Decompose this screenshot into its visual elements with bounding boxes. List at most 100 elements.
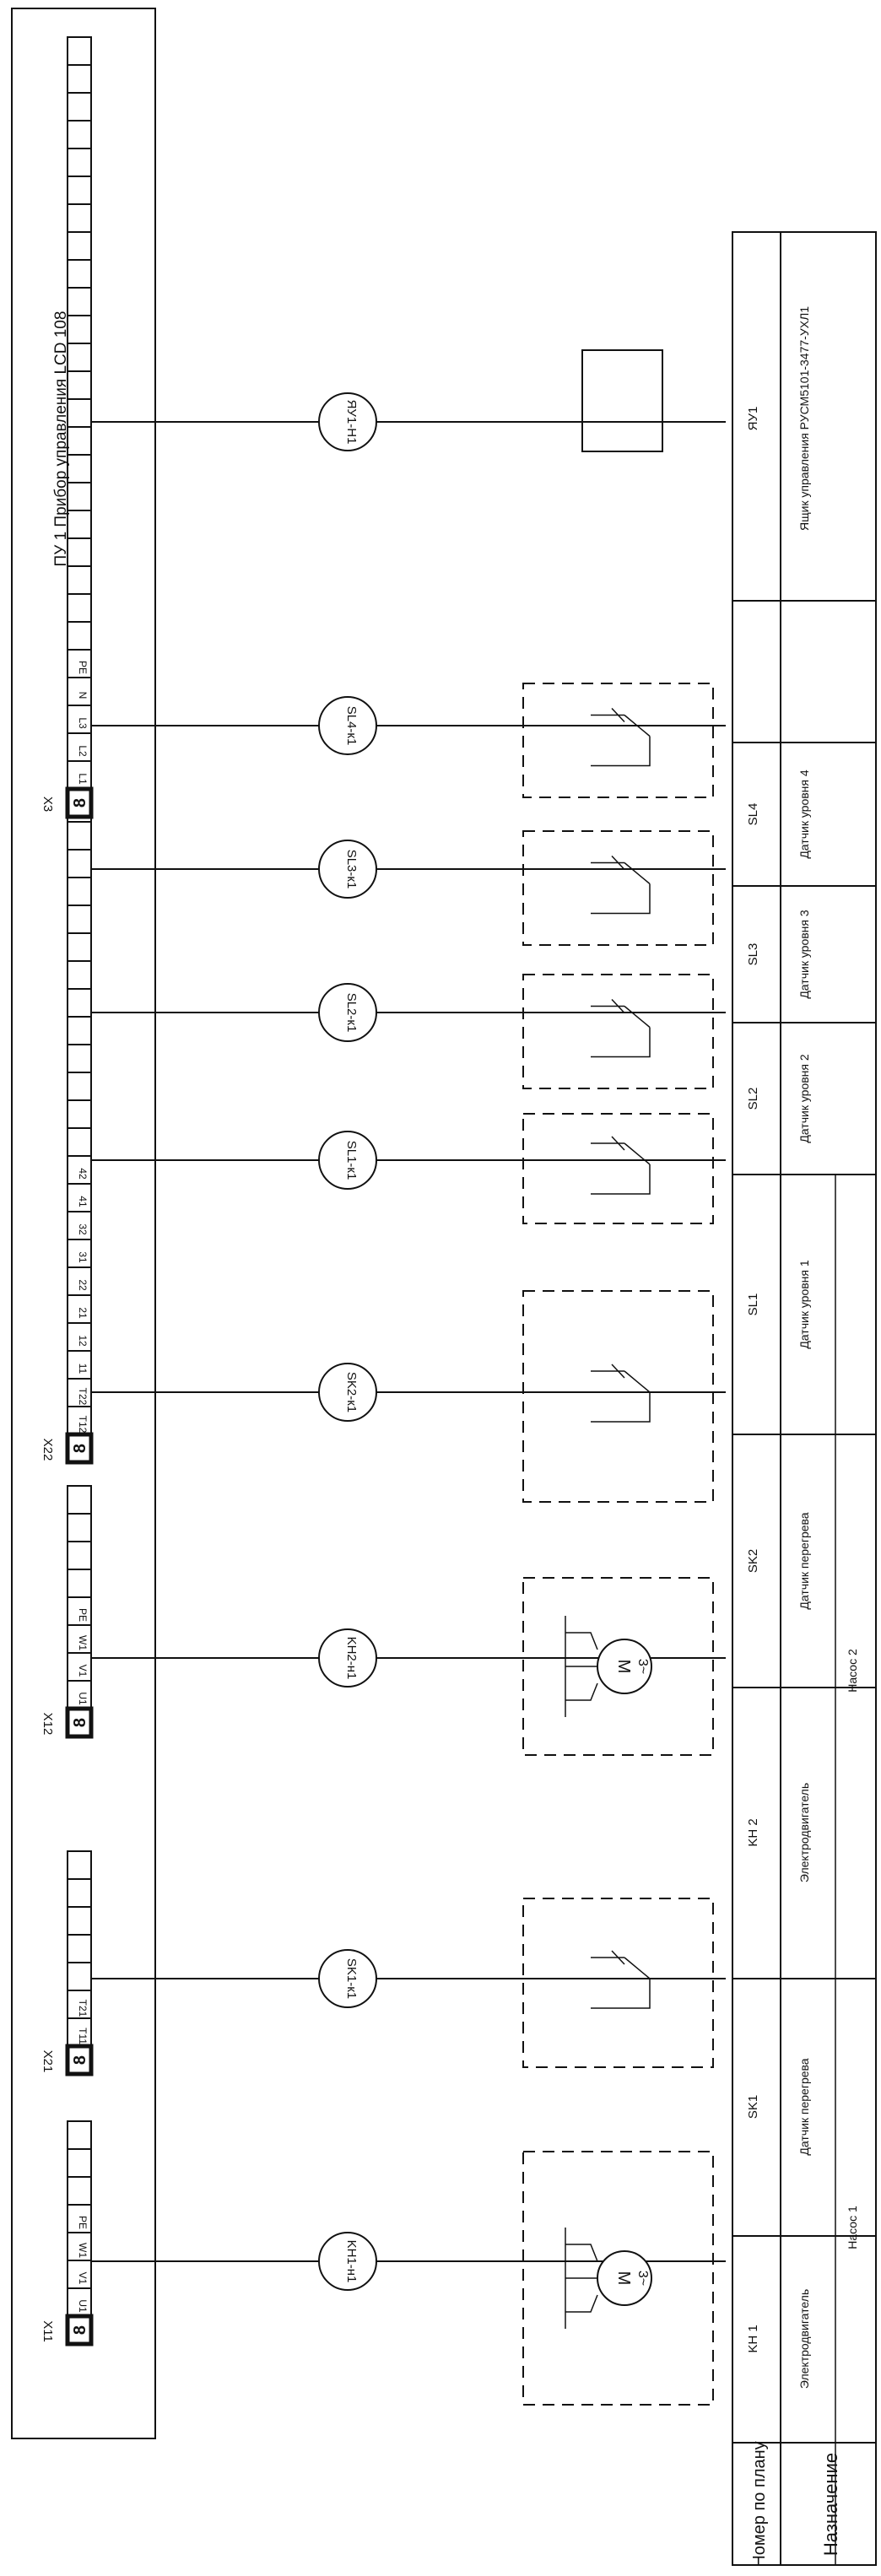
wire-marker-label: SK2-к1 [344,1372,359,1412]
terminal-cell [67,2315,92,2345]
connector-label: X3 [41,797,55,812]
terminal-cell [67,315,92,344]
terminal-cell [67,259,92,289]
terminal-cell [67,1652,92,1682]
terminal-end-block [65,1432,94,1465]
table-row1-header: Номер по плану [750,2441,769,2567]
table-group-label: Насос 1 [846,2206,859,2249]
terminal-label: W1 [77,2243,89,2258]
terminal-cell [67,36,92,66]
table-purpose: Электродвигатель [797,2289,811,2389]
overheat-sensor-box-sk1 [522,1898,714,2068]
terminal-cell [67,1934,92,1963]
terminal-cell [67,176,92,205]
terminal-cell [67,1072,92,1101]
terminal-cell [67,565,92,595]
equipment-dashed-box [522,1290,714,1503]
table-plan-number: SL3 [746,943,760,966]
terminal-label: 12 [77,1335,89,1347]
terminal-label: 31 [77,1251,89,1263]
terminal-end-mark: 8 [71,798,89,807]
terminal-cell [67,482,92,511]
terminal-label: U1 [77,1692,89,1705]
terminal-cell [67,821,92,851]
wire-marker-label: ЯУ1-Н1 [344,400,359,445]
signal-wire: SK1-к1 [91,1949,726,2008]
wire-marker-circle [318,1363,377,1422]
terminal-label: W1 [77,1635,89,1650]
terminal-cell [67,231,92,261]
motor-phase: 3~ [635,2271,650,2286]
wire-marker-label: KH1-н1 [344,2240,359,2283]
table-purpose: Датчик уровня 3 [797,910,811,999]
wire-lines: KH1-н1SK1-к1KH2-н1SK2-к1SL1-к1SL2-к1SL3-… [91,392,726,2291]
table-purpose: Электродвигатель [797,1783,811,1882]
terminal-cell [67,2176,92,2206]
signal-wire: SL3-к1 [91,840,726,899]
equipment-dashed-box [522,1898,714,2068]
connector-label: X22 [41,1439,55,1461]
terminal-label: 22 [77,1279,89,1291]
wire-marker-circle [318,392,377,451]
wire-marker-label: SK1-к1 [344,1958,359,1999]
terminal-cell [67,426,92,456]
equipment-dashed-box [522,830,714,946]
level-sensor-box-sl2 [522,974,714,1089]
signal-wire: ЯУ1-Н1 [91,392,726,451]
terminal-label: L1 [77,773,89,785]
terminal-cell [67,1211,92,1240]
terminal-label: L2 [77,745,89,757]
terminal-cell [67,1878,92,1908]
equipment-dashed-box [522,974,714,1089]
terminal-label: V1 [77,2272,89,2285]
level-sensor-box-sl3 [522,830,714,946]
terminal-cell [67,1016,92,1045]
terminal-cell [67,1183,92,1212]
terminal-cell [67,1406,92,1435]
terminal-cell [67,120,92,149]
table-plan-number: ЯУ1 [746,407,760,431]
terminal-cell [67,2120,92,2150]
equipment-dashed-box [522,2151,714,2406]
terminal-label: 41 [77,1196,89,1207]
terminal-cell [67,705,92,734]
terminal-cell [67,1962,92,1991]
terminal-cell [67,203,92,233]
terminal-label: 21 [77,1307,89,1319]
terminal-cell [67,877,92,906]
wire-marker-circle [318,1131,377,1190]
terminal-cell [67,343,92,372]
terminal-label: L3 [77,717,89,729]
table-plan-number: KH 1 [746,2325,760,2352]
terminal-cell [67,1239,92,1268]
terminal-label: PE [77,2216,89,2229]
terminal-cell [67,732,92,762]
terminal-label: 32 [77,1223,89,1235]
terminal-end-block [65,786,94,819]
table-plan-number: SL1 [746,1293,760,1316]
terminal-cell [67,398,92,428]
terminal-cell [67,64,92,94]
table-purpose: Датчик уровня 2 [797,1054,811,1143]
terminal-label: 11 [77,1364,89,1374]
switch-contact-icon [591,1364,651,1423]
terminal-end-block [65,2314,94,2346]
table-border [732,231,877,2566]
signal-wire: SL4-к1 [91,696,726,755]
terminal-cell [67,287,92,316]
terminal-end-block [65,2044,94,2076]
signal-wire: SL1-к1 [91,1131,726,1190]
wire-marker-circle [318,696,377,755]
wire-marker-circle [318,1949,377,2008]
terminal-cell [67,1569,92,1598]
control-box-rect [581,349,663,452]
connector-blocks: 8X11U1V1W1PE8X21T11T218X12U1V1W1PE8X22T1… [41,36,94,2346]
terminal-cell [67,510,92,539]
switch-contact-icon [591,1950,651,2009]
level-sensor-box-sl1 [522,1113,714,1224]
